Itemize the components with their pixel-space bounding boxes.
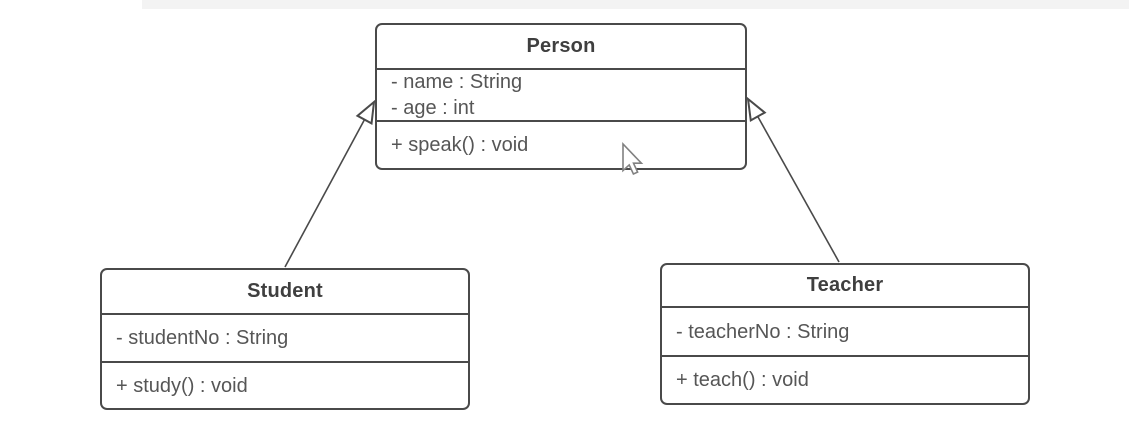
class-title: Student [247, 280, 323, 302]
class-method: + speak() : void [391, 134, 529, 156]
top-edge-strip [142, 0, 1129, 9]
class-attribute: - studentNo : String [116, 327, 289, 349]
class-title: Teacher [806, 274, 884, 296]
attributes-compartment: - name : String - age : int [377, 68, 745, 120]
methods-compartment: + teach() : void [662, 355, 1028, 403]
inheritance-arrow-student-to-person [284, 102, 374, 268]
class-box-teacher[interactable]: Teacher - teacherNo : String + teach() :… [660, 263, 1030, 405]
class-box-person[interactable]: Person - name : String - age : int + spe… [375, 23, 747, 170]
methods-compartment: + study() : void [102, 361, 468, 408]
class-attribute: - teacherNo : String [676, 320, 850, 343]
inheritance-arrow-teacher-to-person [748, 99, 840, 263]
class-method: + teach() : void [676, 369, 809, 391]
class-box-student[interactable]: Student - studentNo : String + study() :… [100, 268, 470, 410]
methods-compartment: + speak() : void [377, 120, 745, 168]
class-attribute: - age : int [391, 97, 475, 119]
class-attribute: - name : String [391, 71, 523, 93]
class-title: Person [526, 35, 596, 57]
attributes-compartment: - studentNo : String [102, 313, 468, 361]
attributes-compartment: - teacherNo : String [662, 306, 1028, 355]
class-method: + study() : void [116, 374, 248, 397]
